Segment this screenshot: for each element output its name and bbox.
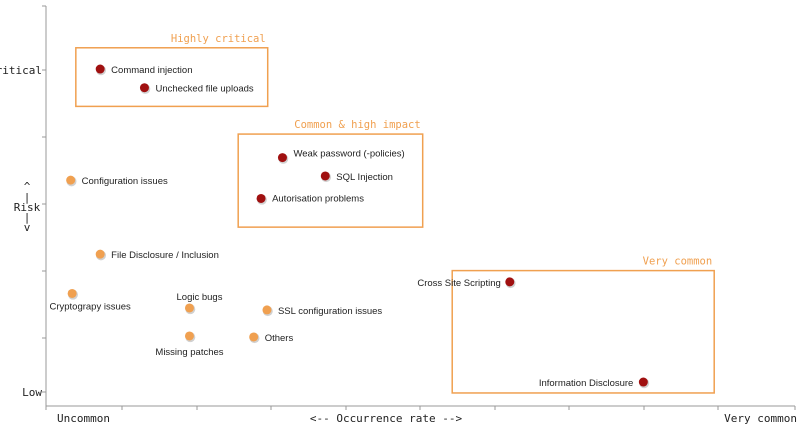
data-point [139, 83, 149, 93]
data-point [320, 171, 330, 181]
data-point [505, 277, 515, 287]
data-point [277, 153, 287, 163]
point-label: Cryptograpy issues [49, 301, 131, 312]
y-tick-label: Critical [0, 64, 42, 77]
y-axis-label: v [24, 221, 31, 234]
data-point [95, 64, 105, 74]
x-axis-label: <-- Occurrence rate --> [310, 412, 463, 425]
group-box [237, 133, 424, 228]
group-label: Highly critical [171, 33, 266, 45]
group-box [75, 47, 269, 108]
y-tick-label: Low [22, 386, 42, 399]
data-point [262, 305, 272, 315]
point-label: Logic bugs [177, 292, 223, 303]
data-point [67, 288, 77, 298]
group-label: Very common [643, 256, 713, 268]
data-point [95, 249, 105, 259]
point-label: Configuration issues [82, 176, 168, 187]
point-label: Missing patches [155, 347, 223, 358]
data-point [66, 175, 76, 185]
data-point [184, 331, 194, 341]
y-axis-label: | [24, 191, 31, 204]
point-label: Autorisation problems [272, 193, 364, 204]
point-label: Information Disclosure [539, 378, 634, 389]
data-point [256, 193, 266, 203]
point-label: Others [265, 333, 294, 344]
data-point [184, 303, 194, 313]
data-point [249, 332, 259, 342]
point-label: SSL configuration issues [278, 306, 382, 317]
point-label: Weak password (-policies) [293, 149, 404, 160]
y-axis-label: ^ [24, 180, 31, 193]
point-label: File Disclosure / Inclusion [111, 250, 219, 261]
y-axis-label: | [24, 211, 31, 224]
point-label: Cross Site Scripting [417, 278, 500, 289]
group-box [451, 269, 715, 394]
x-axis-min-label: Uncommon [57, 412, 110, 425]
data-point [638, 377, 648, 387]
point-label: Unchecked file uploads [155, 84, 253, 95]
point-label: Command injection [111, 65, 192, 76]
y-axis-label: Risk [14, 201, 41, 214]
group-label: Common & high impact [294, 119, 420, 131]
x-axis-max-label: Very common [724, 412, 797, 425]
point-label: SQL Injection [336, 172, 393, 183]
